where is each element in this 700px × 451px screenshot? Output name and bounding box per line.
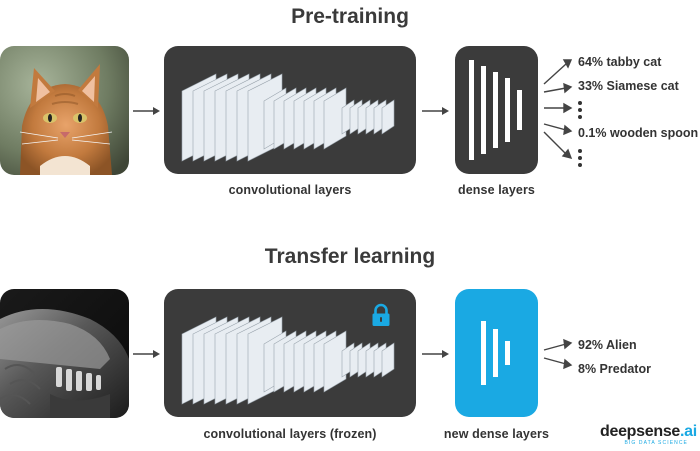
arrow-right-icon bbox=[422, 107, 449, 115]
logo-name: deepsense bbox=[600, 423, 681, 440]
deepsense-logo: deepsense.ai BIG DATA SCIENCE bbox=[600, 423, 697, 447]
alien-photo bbox=[0, 289, 129, 418]
conv-layers-panel bbox=[164, 46, 416, 174]
conv-layers-caption: convolutional layers bbox=[228, 183, 352, 197]
ellipsis-icon bbox=[578, 149, 584, 170]
lock-icon bbox=[372, 303, 390, 326]
prediction-wooden-spoon: 0.1% wooden spoon bbox=[578, 126, 699, 140]
conv-layers-stack bbox=[181, 73, 395, 162]
prediction-siamese-cat: 33% Siamese cat bbox=[578, 79, 679, 93]
prediction-arrows bbox=[543, 338, 573, 370]
prediction-predator: 8% Predator bbox=[578, 362, 651, 376]
new-dense-layers-caption: new dense layers bbox=[443, 427, 550, 441]
new-dense-layers-panel bbox=[455, 289, 538, 417]
dense-layers-caption: dense layers bbox=[458, 183, 535, 197]
prediction-tabby-cat: 64% tabby cat bbox=[578, 55, 662, 69]
prediction-arrows bbox=[543, 59, 573, 160]
arrow-right-icon bbox=[422, 350, 449, 358]
prediction-alien: 92% Alien bbox=[578, 338, 637, 352]
arrow-right-icon bbox=[133, 107, 160, 115]
conv-layers-stack bbox=[181, 316, 395, 405]
frozen-conv-layers-caption: convolutional layers (frozen) bbox=[203, 427, 377, 441]
pretraining-title: Pre-training bbox=[291, 5, 409, 28]
new-dense-layers-bars bbox=[481, 321, 510, 385]
frozen-conv-layers-panel bbox=[164, 289, 416, 417]
arrow-right-icon bbox=[133, 350, 160, 358]
transfer-title: Transfer learning bbox=[264, 245, 436, 268]
logo-tagline: BIG DATA SCIENCE bbox=[624, 440, 688, 446]
dense-layers-bars bbox=[469, 60, 522, 160]
cat-photo bbox=[0, 46, 129, 175]
dense-layers-panel bbox=[455, 46, 538, 174]
logo-wordmark: deepsense.ai bbox=[600, 423, 697, 440]
ellipsis-icon bbox=[578, 101, 584, 122]
logo-suffix: .ai bbox=[680, 423, 697, 440]
